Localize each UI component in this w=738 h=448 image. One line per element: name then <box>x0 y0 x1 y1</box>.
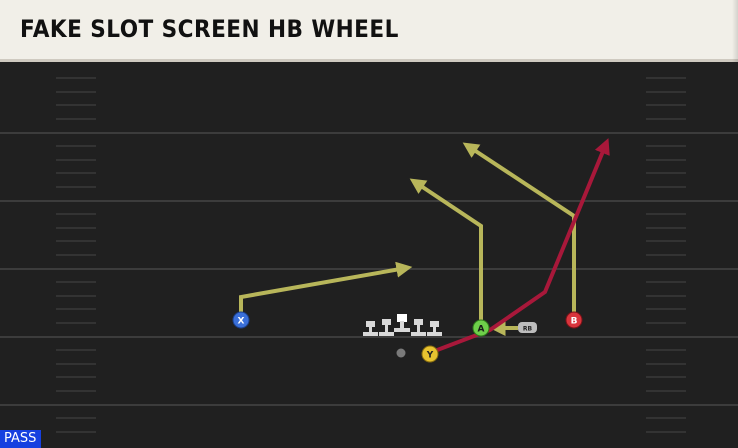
lineman-icon <box>427 321 442 336</box>
route-a <box>409 178 483 326</box>
quarterback-icon <box>396 348 406 358</box>
route-x <box>239 261 413 318</box>
play-title: FAKE SLOT SCREEN HB WHEEL <box>20 15 399 43</box>
route-y-highlight <box>431 138 610 354</box>
player-a-label: A <box>478 325 485 335</box>
yard-lines <box>0 132 738 406</box>
hash-marks-right <box>646 77 686 433</box>
routes <box>239 138 610 354</box>
hash-marks-left <box>56 77 96 433</box>
route-b <box>462 142 576 318</box>
lineman-icon <box>379 319 394 336</box>
center-icon <box>394 314 410 332</box>
field-turf <box>0 62 738 448</box>
offensive-line <box>363 314 442 336</box>
player-y[interactable]: Y <box>421 345 439 363</box>
play-field: X Y A B RB <box>0 62 738 448</box>
lineman-icon <box>363 321 378 336</box>
player-b-label: B <box>571 317 578 327</box>
player-x[interactable]: X <box>232 311 250 329</box>
player-y-label: Y <box>426 351 434 361</box>
field-diagram: X Y A B RB <box>0 62 738 448</box>
lineman-icon <box>411 319 426 336</box>
player-x-label: X <box>238 317 245 327</box>
player-a[interactable]: A <box>472 319 490 337</box>
player-b[interactable]: B <box>565 311 583 329</box>
play-title-bar: FAKE SLOT SCREEN HB WHEEL <box>0 0 738 62</box>
play-mode-badge: PASS <box>0 430 42 448</box>
player-rb-label: RB <box>523 326 533 333</box>
player-rb[interactable]: RB <box>518 322 537 333</box>
